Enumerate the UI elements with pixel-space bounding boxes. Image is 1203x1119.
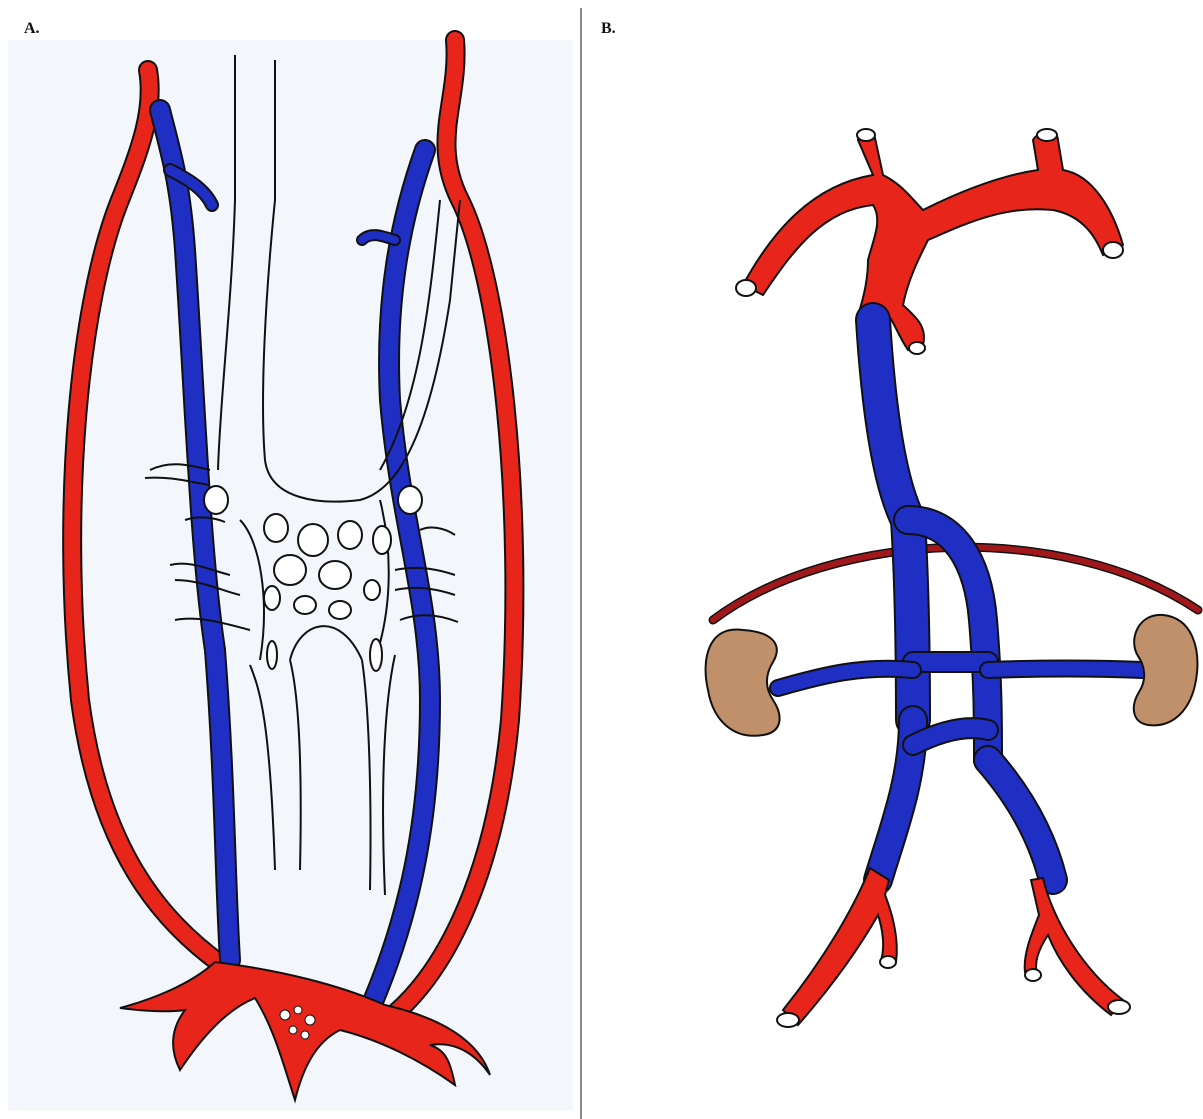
panel-a: A. [0,0,580,1119]
vena-cava [778,320,1143,880]
right-iliac-artery [1025,878,1130,1015]
left-iliac-artery [777,865,901,1027]
panel-b: B. [583,0,1203,1119]
panel-a-diagram [0,0,580,1119]
panel-b-diagram [583,0,1203,1119]
left-kidney [706,630,780,736]
right-kidney [1134,615,1198,725]
aortic-arch [736,129,1123,354]
panel-divider [580,8,582,1119]
